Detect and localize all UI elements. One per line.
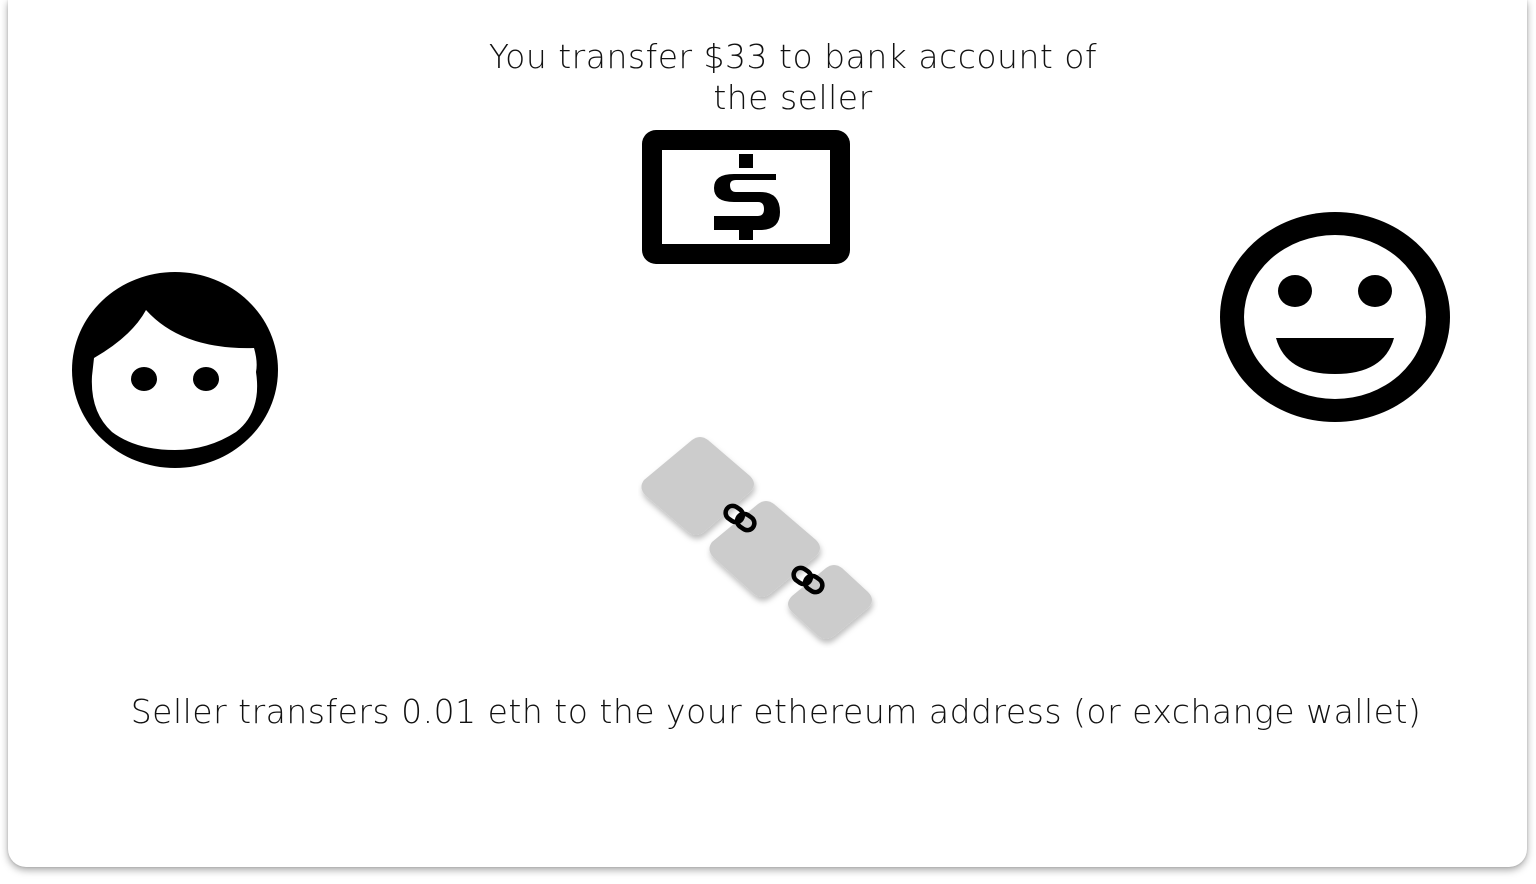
person-face-icon xyxy=(72,272,278,468)
transfer-caption-line-2: the seller xyxy=(713,78,873,117)
smiley-face-icon xyxy=(1220,212,1450,422)
transfer-caption-bottom: Seller transfers 0.01 eth to the your et… xyxy=(130,692,1422,731)
blockchain-icon xyxy=(638,434,878,648)
transfer-caption-line-1: You transfer $33 to bank account of xyxy=(488,37,1098,76)
dollar-bill-icon xyxy=(642,130,850,264)
transfer-caption-top: You transfer $33 to bank account of the … xyxy=(478,36,1108,118)
diagram-canvas: You transfer $33 to bank account of the … xyxy=(8,0,1527,867)
